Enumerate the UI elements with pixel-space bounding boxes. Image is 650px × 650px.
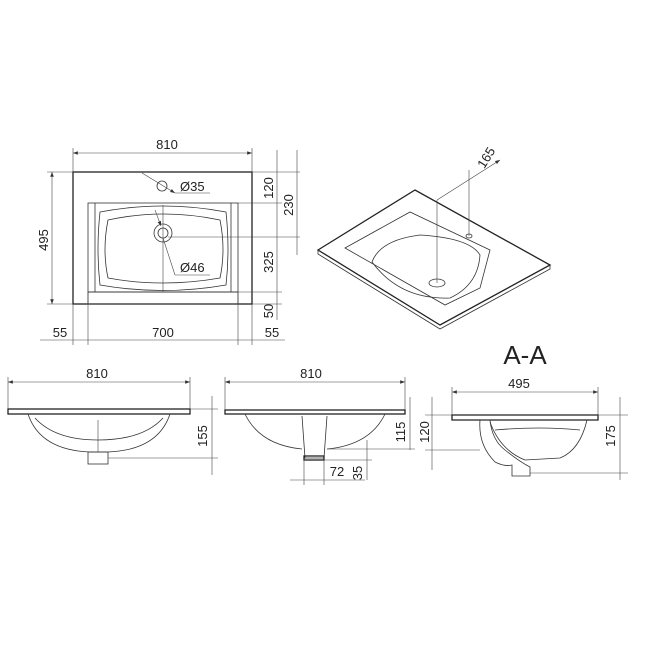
dim-left-margin: 55 [53, 325, 67, 340]
dim-front-width: 810 [86, 366, 108, 381]
dim-230: 230 [281, 194, 296, 216]
dim-115: 115 [393, 422, 408, 443]
dim-basin-width: 700 [152, 325, 174, 340]
front-view: 810 155 [7, 366, 218, 475]
dim-50: 50 [261, 304, 276, 318]
top-view: 810 495 Ø35 Ø46 120 230 325 50 55 700 55 [36, 137, 300, 345]
dim-35: 35 [350, 466, 365, 480]
dim-section-width: 495 [508, 376, 530, 391]
perspective-view: 165 [316, 144, 552, 330]
dim-120: 120 [261, 177, 276, 199]
section-label: A-A [503, 340, 547, 370]
dim-72: 72 [330, 464, 344, 479]
dim-120: 120 [417, 421, 432, 443]
dim-155: 155 [195, 425, 210, 447]
dim-top-width: 810 [156, 137, 178, 152]
side-view: 810 115 72 35 120 [224, 366, 480, 485]
dim-325: 325 [261, 251, 276, 273]
dim-drain: Ø46 [180, 260, 205, 275]
dim-right-margin: 55 [265, 325, 279, 340]
dim-side-width: 810 [300, 366, 322, 381]
dim-165: 165 [474, 144, 498, 170]
dim-tap-hole: Ø35 [180, 179, 205, 194]
section-view: 495 175 [451, 376, 628, 480]
dim-top-depth: 495 [36, 229, 51, 251]
dim-175: 175 [603, 425, 618, 447]
